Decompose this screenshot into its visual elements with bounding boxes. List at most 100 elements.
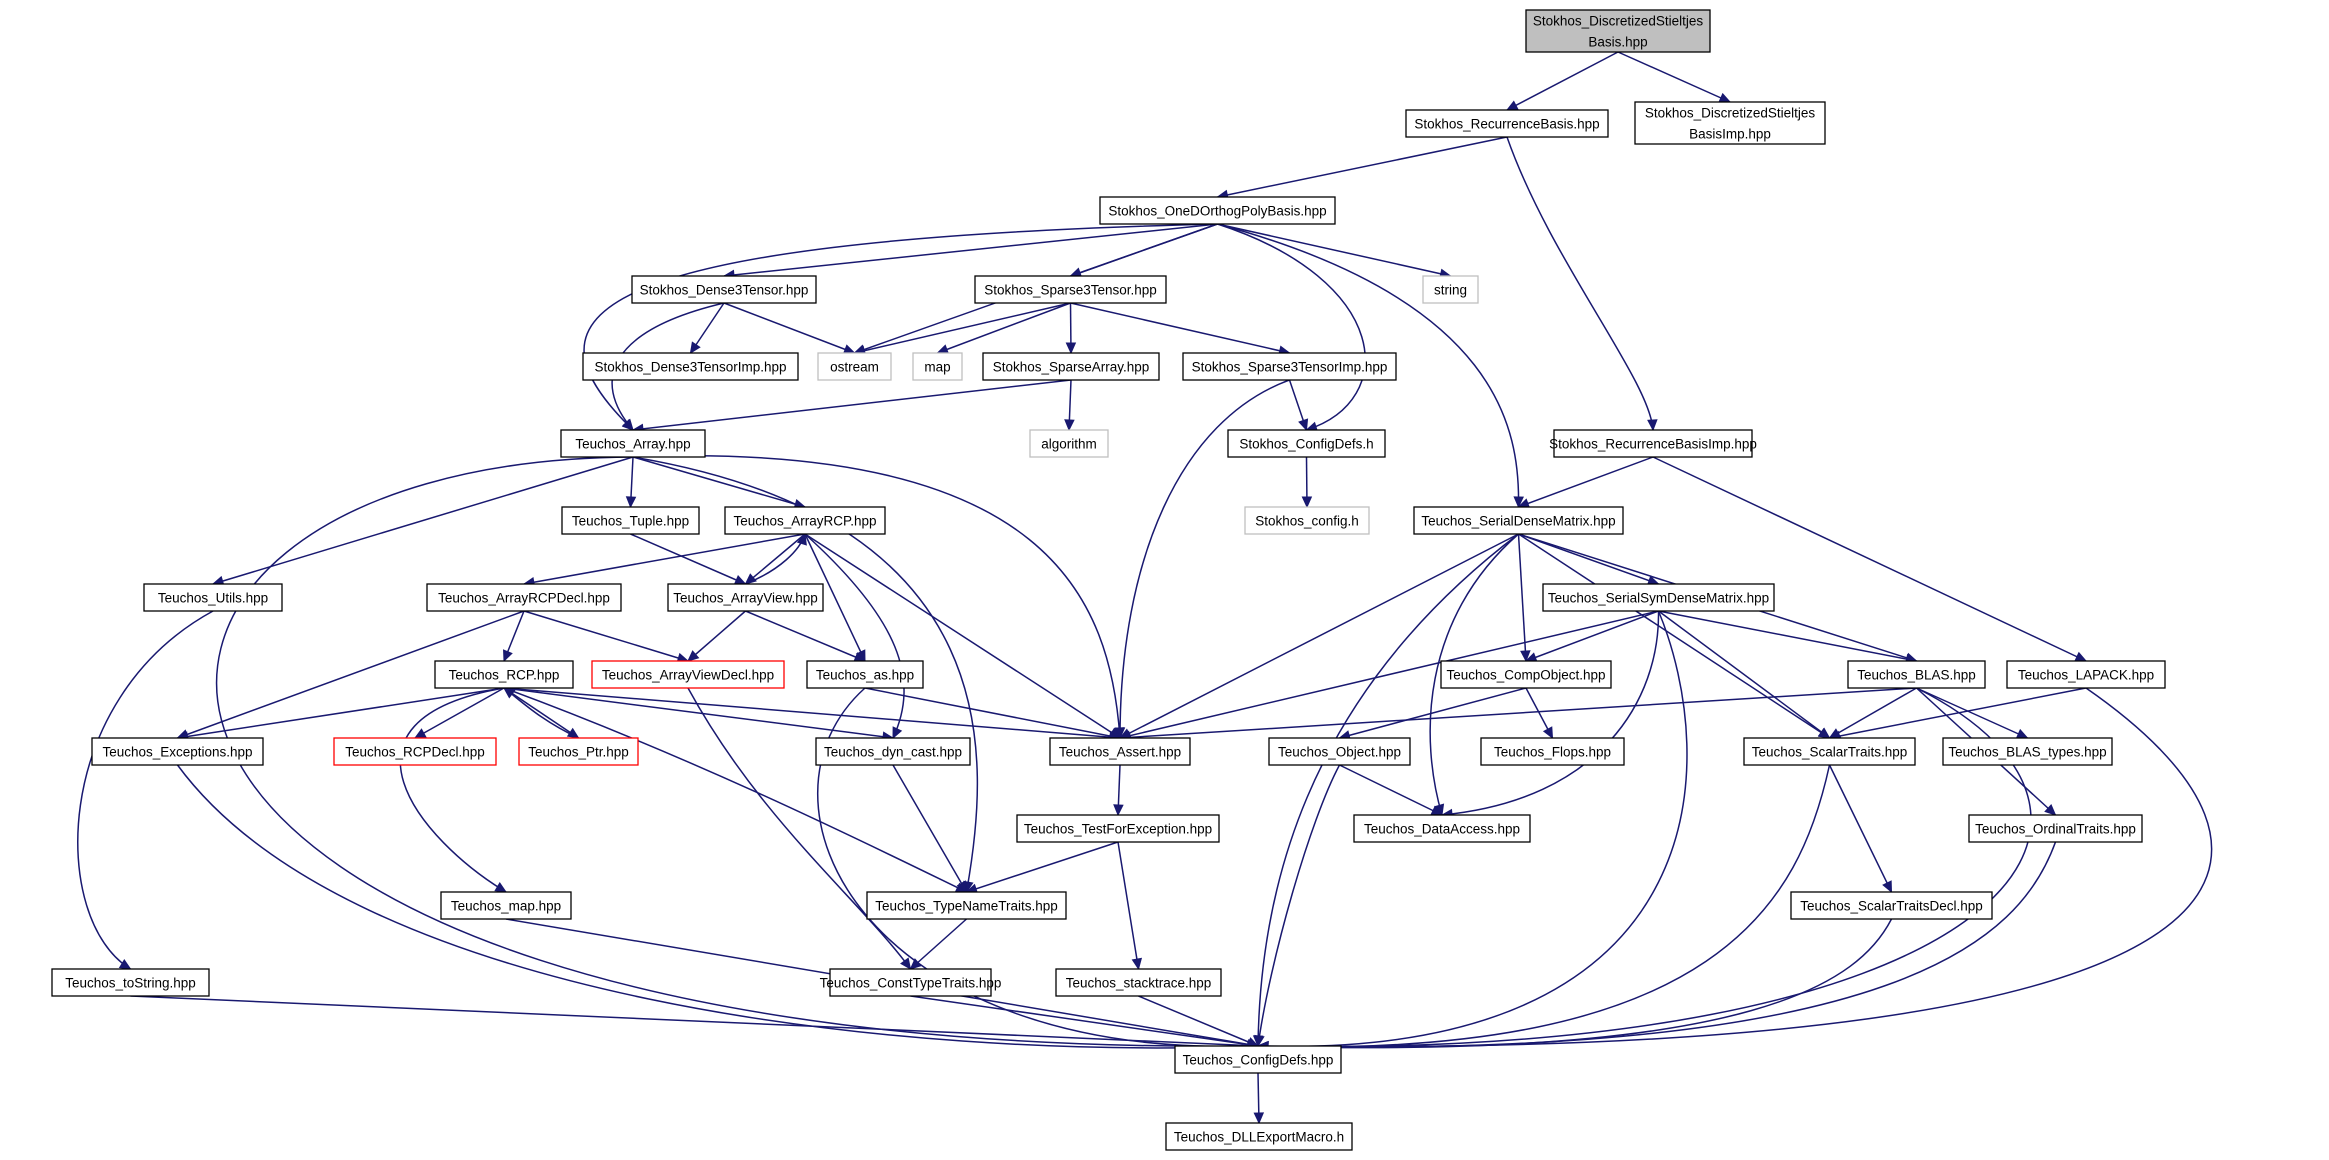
node-tarr[interactable]: Teuchos_Array.hpp xyxy=(560,429,706,458)
node-tdc[interactable]: Teuchos_dyn_cast.hpp xyxy=(815,737,971,766)
node-tstd[interactable]: Teuchos_ScalarTraitsDecl.hpp xyxy=(1790,891,1993,920)
node-label: Stokhos_config.h xyxy=(1255,514,1359,529)
edge-tarr-to-ttuple xyxy=(625,456,637,509)
node-box xyxy=(1634,101,1826,145)
node-d3ti[interactable]: Stokhos_Dense3TensorImp.hpp xyxy=(582,352,799,381)
node-box xyxy=(1440,660,1612,689)
node-odob[interactable]: Stokhos_OneDOrthogPolyBasis.hpp xyxy=(1099,196,1336,225)
node-algorithm[interactable]: algorithm xyxy=(1029,429,1109,458)
node-box xyxy=(518,737,639,766)
node-scd[interactable]: Stokhos_ConfigDefs.h xyxy=(1227,429,1386,458)
node-ttnt[interactable]: Teuchos_TypeNameTraits.hpp xyxy=(866,891,1067,920)
edge-tobj-to-tda xyxy=(1339,764,1444,816)
node-label: Stokhos_ConfigDefs.h xyxy=(1239,437,1373,452)
node-tst[interactable]: Teuchos_ScalarTraits.hpp xyxy=(1743,737,1916,766)
node-label: Teuchos_ArrayRCP.hpp xyxy=(733,514,876,529)
node-tco[interactable]: Teuchos_CompObject.hpp xyxy=(1440,660,1612,689)
arrowhead xyxy=(503,649,513,663)
edge-tot-to-tcd xyxy=(1256,841,2057,1052)
edge-tblas-to-tblast xyxy=(1916,687,2029,739)
node-sa[interactable]: Stokhos_SparseArray.hpp xyxy=(982,352,1160,381)
node-label: Stokhos_SparseArray.hpp xyxy=(993,360,1150,375)
arrowhead xyxy=(1505,100,1519,111)
edge-tblas-to-tst xyxy=(1828,687,1917,739)
arrowhead xyxy=(413,728,427,739)
node-sconf[interactable]: Stokhos_config.h xyxy=(1244,506,1370,535)
edge-tutils-to-ttostr xyxy=(77,610,214,970)
node-label: Teuchos_RCP.hpp xyxy=(449,668,560,683)
node-tblas[interactable]: Teuchos_BLAS.hpp xyxy=(1847,660,1986,689)
arrowhead xyxy=(622,418,634,431)
arrowhead xyxy=(2044,804,2057,816)
edge-odob-to-tsdm xyxy=(1217,223,1524,509)
node-tavd[interactable]: Teuchos_ArrayViewDecl.hpp xyxy=(591,660,785,689)
arrowhead xyxy=(2074,651,2088,662)
edge-tblas-to-tassert xyxy=(1118,687,1917,743)
node-rbi[interactable]: Stokhos_RecurrenceBasisImp.hpp xyxy=(1549,429,1757,458)
edge-rb-to-rbi xyxy=(1506,136,1658,432)
node-tcd[interactable]: Teuchos_ConfigDefs.hpp xyxy=(1174,1045,1342,1074)
node-d3t[interactable]: Stokhos_Dense3Tensor.hpp xyxy=(631,275,817,304)
node-tlapack[interactable]: Teuchos_LAPACK.hpp xyxy=(2006,660,2166,689)
edge-rbi-to-tsdm xyxy=(1517,456,1654,509)
node-tot[interactable]: Teuchos_OrdinalTraits.hpp xyxy=(1968,814,2143,843)
node-tas[interactable]: Teuchos_as.hpp xyxy=(806,660,924,689)
node-s3ti[interactable]: Stokhos_Sparse3TensorImp.hpp xyxy=(1182,352,1397,381)
edge-tsdm-to-tcd xyxy=(1252,533,1519,1048)
node-tda[interactable]: Teuchos_DataAccess.hpp xyxy=(1353,814,1531,843)
node-tssdm[interactable]: Teuchos_SerialSymDenseMatrix.hpp xyxy=(1542,583,1775,612)
node-ttfe[interactable]: Teuchos_TestForException.hpp xyxy=(1016,814,1220,843)
node-tstack[interactable]: Teuchos_stacktrace.hpp xyxy=(1055,968,1222,997)
edge-tssdm-to-tst xyxy=(1658,610,1831,739)
node-tptr[interactable]: Teuchos_Ptr.hpp xyxy=(518,737,639,766)
edge-tdc-to-ttnt xyxy=(892,764,968,894)
arrowhead xyxy=(1064,419,1075,432)
node-trcp[interactable]: Teuchos_RCP.hpp xyxy=(434,660,574,689)
edge-tstack-to-tcd xyxy=(1138,995,1260,1047)
node-tutils[interactable]: Teuchos_Utils.hpp xyxy=(143,583,283,612)
node-tassert[interactable]: Teuchos_Assert.hpp xyxy=(1049,737,1191,766)
node-label: Teuchos_Flops.hpp xyxy=(1494,745,1611,760)
node-tblast[interactable]: Teuchos_BLAS_types.hpp xyxy=(1942,737,2113,766)
node-s3t[interactable]: Stokhos_Sparse3Tensor.hpp xyxy=(974,275,1167,304)
node-ttostr[interactable]: Teuchos_toString.hpp xyxy=(51,968,210,997)
arrowhead xyxy=(118,959,132,970)
node-map[interactable]: map xyxy=(912,352,963,381)
arrowhead xyxy=(1817,727,1831,739)
node-tobj[interactable]: Teuchos_Object.hpp xyxy=(1268,737,1411,766)
edge-tarcp-to-tdc xyxy=(804,533,905,740)
node-tav[interactable]: Teuchos_ArrayView.hpp xyxy=(667,583,824,612)
arrowhead xyxy=(689,341,701,355)
node-label: Teuchos_as.hpp xyxy=(816,668,914,683)
node-tdll[interactable]: Teuchos_DLLExportMacro.h xyxy=(1165,1122,1353,1151)
node-tarcpd[interactable]: Teuchos_ArrayRCPDecl.hpp xyxy=(426,583,622,612)
node-string[interactable]: string xyxy=(1422,275,1479,304)
node-tsdm[interactable]: Teuchos_SerialDenseMatrix.hpp xyxy=(1413,506,1624,535)
node-label: Teuchos_BLAS_types.hpp xyxy=(1948,745,2106,760)
node-ttuple[interactable]: Teuchos_Tuple.hpp xyxy=(561,506,700,535)
node-texc[interactable]: Teuchos_Exceptions.hpp xyxy=(91,737,264,766)
edge-tav-to-tas xyxy=(745,610,867,662)
node-box xyxy=(1182,352,1397,381)
node-label: map xyxy=(924,360,950,375)
node-trcpd[interactable]: Teuchos_RCPDecl.hpp xyxy=(333,737,497,766)
node-ostream[interactable]: ostream xyxy=(817,352,892,381)
node-tflops[interactable]: Teuchos_Flops.hpp xyxy=(1480,737,1625,766)
edge-tcd-to-tdll xyxy=(1253,1072,1265,1125)
node-label: algorithm xyxy=(1041,437,1097,452)
node-label: Teuchos_DataAccess.hpp xyxy=(1364,822,1520,837)
node-tctt[interactable]: Teuchos_ConstTypeTraits.hpp xyxy=(820,968,1002,997)
node-box xyxy=(561,506,700,535)
edge-ttfe-to-tstack xyxy=(1117,841,1143,971)
node-tarcp[interactable]: Teuchos_ArrayRCP.hpp xyxy=(724,506,886,535)
node-box xyxy=(1049,737,1191,766)
node-label: Teuchos_stacktrace.hpp xyxy=(1066,976,1212,991)
edge-s3t-to-s3ti xyxy=(1070,302,1291,356)
edge-tarr-to-tutils xyxy=(211,456,634,587)
node-tmap[interactable]: Teuchos_map.hpp xyxy=(440,891,572,920)
arrowhead xyxy=(1298,418,1309,432)
arrowhead xyxy=(566,727,580,739)
node-rb[interactable]: Stokhos_RecurrenceBasis.hpp xyxy=(1405,109,1609,138)
